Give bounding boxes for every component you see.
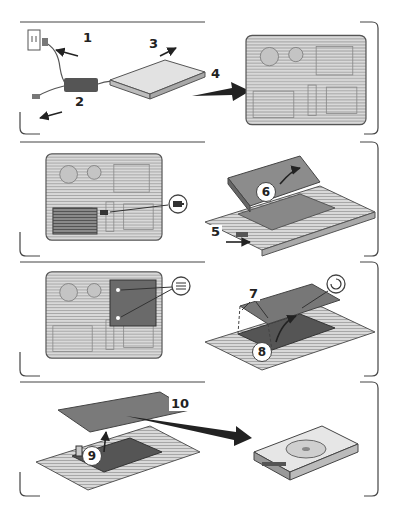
- callout-number: 4: [209, 67, 222, 81]
- callout-number: 3: [147, 37, 160, 51]
- callout-number: 10: [169, 397, 191, 411]
- panel-frame: [20, 22, 378, 496]
- drive-removal: [36, 392, 358, 490]
- callout-number: 5: [209, 225, 222, 239]
- callout-circle: 8: [252, 342, 272, 362]
- callout-number: 8: [258, 346, 266, 358]
- callout-number: 9: [88, 450, 96, 462]
- callout-number: 2: [73, 95, 86, 109]
- drive-cover-removal: [46, 272, 375, 370]
- callout-number: 6: [262, 186, 270, 198]
- power-disconnect: [28, 30, 366, 125]
- callout-number: 1: [81, 31, 94, 45]
- callout-circle: 9: [82, 446, 102, 466]
- battery-removal: [46, 154, 375, 256]
- callout-circle: 6: [256, 182, 276, 202]
- callout-number: 7: [247, 287, 260, 301]
